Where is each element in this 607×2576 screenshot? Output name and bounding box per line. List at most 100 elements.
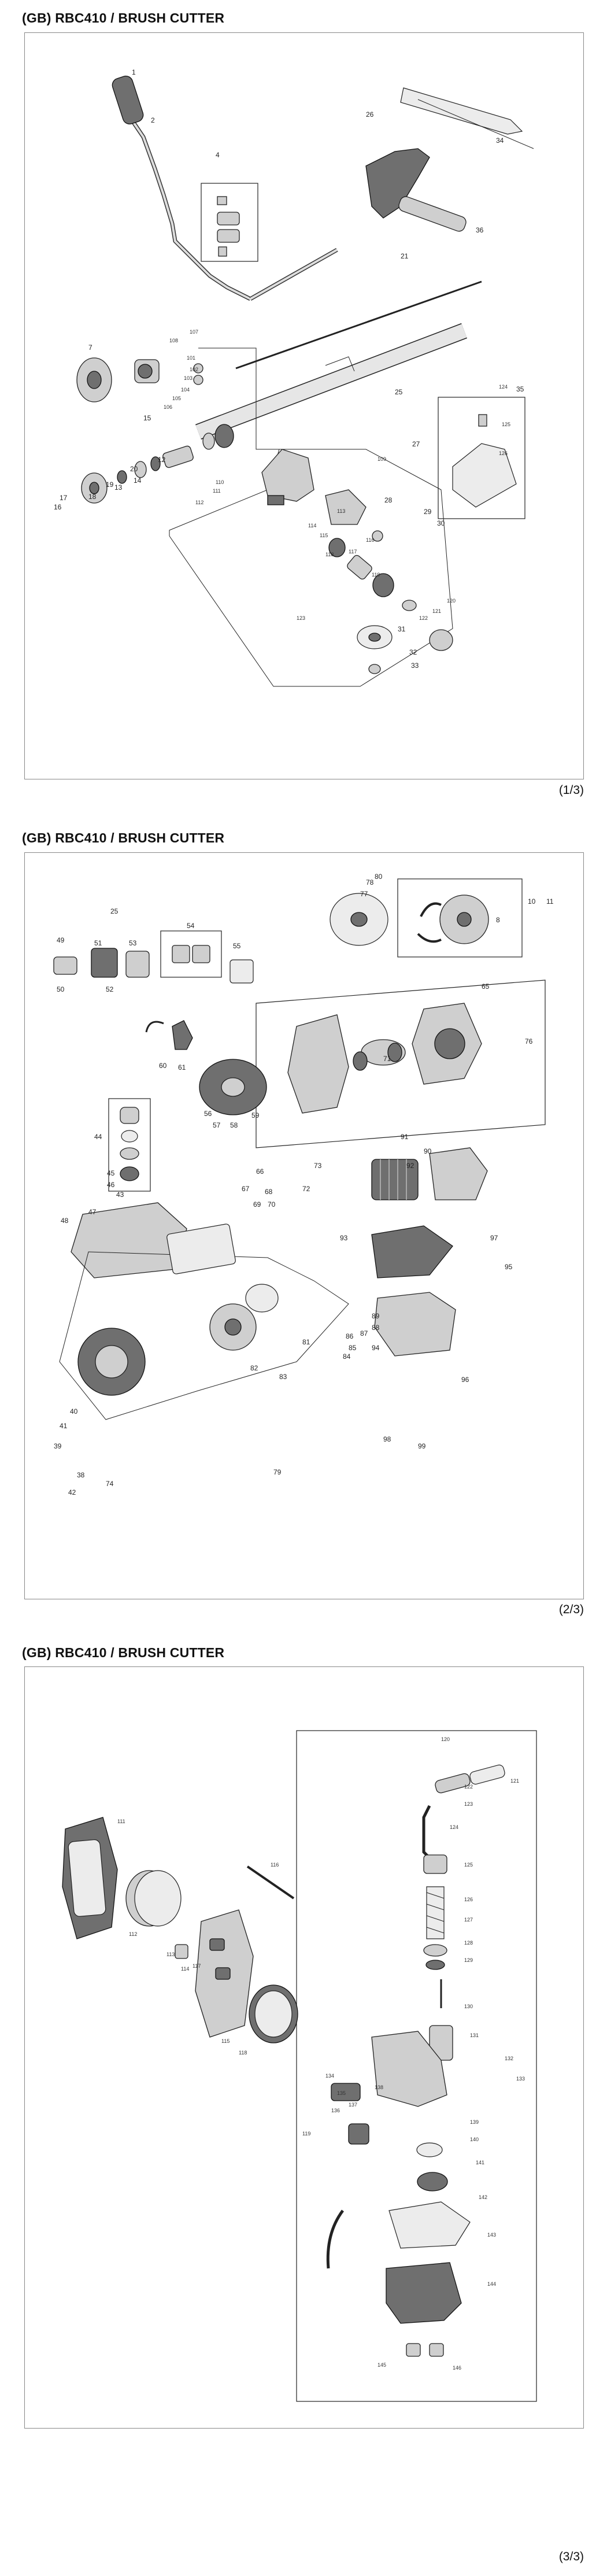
svg-text:136: 136: [331, 2108, 340, 2113]
svg-text:66: 66: [256, 1167, 264, 1176]
svg-text:131: 131: [470, 2032, 479, 2038]
svg-text:118: 118: [239, 2050, 247, 2056]
svg-text:117: 117: [349, 549, 357, 555]
svg-text:50: 50: [57, 985, 65, 993]
svg-text:96: 96: [461, 1376, 469, 1384]
diagram-frame-1: 1 2 4 7 12 13 14 15 16 17 18 19 20 21 25…: [24, 32, 584, 779]
svg-text:28: 28: [384, 496, 393, 504]
svg-text:111: 111: [213, 488, 221, 494]
svg-text:79: 79: [273, 1468, 282, 1476]
svg-text:93: 93: [340, 1234, 348, 1242]
svg-text:65: 65: [482, 982, 490, 991]
svg-text:35: 35: [516, 385, 524, 393]
svg-text:67: 67: [242, 1185, 250, 1193]
svg-text:77: 77: [360, 890, 368, 898]
svg-text:138: 138: [375, 2085, 383, 2090]
diaphragm-cover-part: [386, 2262, 462, 2324]
svg-text:12: 12: [158, 456, 166, 464]
svg-text:122: 122: [464, 1784, 473, 1790]
svg-text:98: 98: [383, 1435, 391, 1443]
svg-text:8: 8: [496, 916, 500, 924]
svg-text:17: 17: [60, 494, 68, 502]
svg-text:19: 19: [106, 481, 114, 489]
page-title-2: (GB) RBC410 / BRUSH CUTTER: [22, 830, 225, 845]
svg-text:95: 95: [505, 1263, 513, 1271]
svg-text:25: 25: [110, 907, 119, 915]
exploded-diagram-2: 8 10 11 25 38 39 40 41 42 43 44 45 46 47…: [53, 873, 554, 1496]
muffler-group-box: [108, 1098, 151, 1192]
svg-text:83: 83: [279, 1373, 287, 1381]
svg-text:13: 13: [114, 483, 123, 491]
page-title-3: (GB) RBC410 / BRUSH CUTTER: [22, 1645, 225, 1660]
svg-text:124: 124: [450, 1824, 458, 1830]
svg-text:119: 119: [302, 2131, 310, 2137]
shroud-part: [374, 1292, 456, 1357]
svg-text:114: 114: [308, 523, 316, 528]
svg-text:30: 30: [437, 519, 445, 527]
svg-text:74: 74: [106, 1480, 114, 1488]
svg-text:38: 38: [77, 1471, 85, 1479]
svg-text:118: 118: [325, 552, 334, 557]
svg-text:141: 141: [476, 2160, 484, 2165]
svg-text:59: 59: [251, 1111, 260, 1119]
svg-text:119: 119: [372, 572, 380, 578]
svg-text:124: 124: [499, 384, 508, 390]
svg-text:45: 45: [107, 1169, 115, 1177]
svg-text:4: 4: [216, 151, 220, 159]
svg-text:32: 32: [409, 648, 417, 656]
svg-text:78: 78: [366, 878, 374, 886]
svg-text:121: 121: [510, 1778, 519, 1784]
svg-text:7: 7: [88, 343, 92, 352]
page-number-1: (1/3): [558, 783, 584, 797]
svg-text:72: 72: [302, 1185, 310, 1193]
svg-text:11: 11: [546, 897, 554, 906]
svg-text:114: 114: [181, 1966, 189, 1972]
svg-text:33: 33: [411, 661, 419, 670]
svg-text:113: 113: [166, 1952, 175, 1957]
svg-text:85: 85: [349, 1344, 357, 1352]
carburetor-body-part: [371, 2031, 447, 2107]
svg-text:105: 105: [172, 396, 181, 401]
svg-text:132: 132: [505, 2056, 513, 2061]
svg-text:68: 68: [265, 1188, 273, 1196]
svg-text:126: 126: [464, 1897, 473, 1902]
svg-text:34: 34: [496, 136, 504, 145]
svg-text:41: 41: [60, 1422, 68, 1430]
svg-text:144: 144: [487, 2281, 496, 2287]
svg-text:70: 70: [268, 1200, 276, 1208]
svg-text:99: 99: [418, 1442, 426, 1450]
svg-text:49: 49: [57, 936, 65, 944]
svg-text:86: 86: [346, 1332, 354, 1340]
svg-text:123: 123: [297, 615, 305, 621]
svg-text:140: 140: [470, 2137, 479, 2142]
svg-text:48: 48: [61, 1217, 69, 1225]
svg-text:15: 15: [143, 414, 151, 422]
svg-text:56: 56: [204, 1110, 212, 1118]
grip-part: [112, 75, 144, 125]
svg-text:76: 76: [525, 1037, 533, 1045]
svg-text:125: 125: [502, 422, 510, 427]
svg-text:18: 18: [88, 493, 97, 501]
svg-text:88: 88: [372, 1324, 380, 1332]
svg-text:61: 61: [178, 1063, 186, 1071]
svg-text:146: 146: [453, 2365, 461, 2371]
svg-text:69: 69: [253, 1200, 261, 1208]
svg-text:116: 116: [271, 1862, 279, 1868]
svg-text:36: 36: [476, 226, 484, 234]
carburetor-group-box: [296, 1730, 537, 2402]
page-number-3: (3/3): [558, 2550, 584, 2563]
svg-text:129: 129: [464, 1957, 473, 1963]
svg-text:40: 40: [70, 1407, 78, 1415]
svg-text:112: 112: [129, 1931, 137, 1937]
engine-cover-outline: [59, 1251, 349, 1420]
svg-text:43: 43: [116, 1191, 124, 1199]
svg-text:2: 2: [151, 116, 155, 124]
gear-case-part: [261, 449, 314, 502]
svg-text:29: 29: [424, 508, 432, 516]
svg-text:115: 115: [221, 2038, 230, 2044]
svg-text:125: 125: [464, 1862, 473, 1868]
svg-text:108: 108: [169, 338, 178, 343]
svg-text:53: 53: [129, 939, 137, 947]
svg-text:54: 54: [187, 922, 195, 930]
svg-text:47: 47: [88, 1208, 97, 1216]
